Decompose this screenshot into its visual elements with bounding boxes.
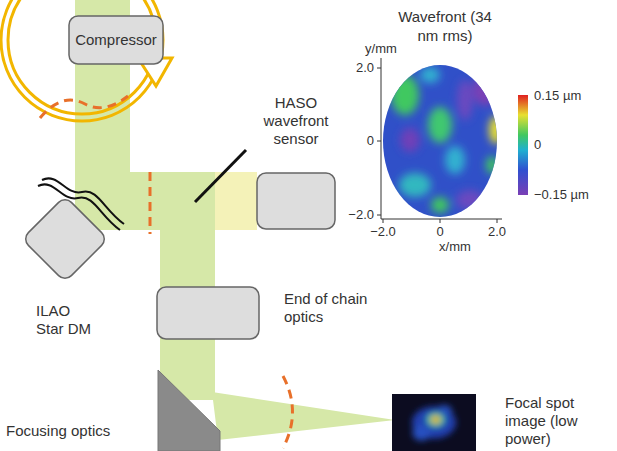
axis-label: −2.0 (348, 208, 374, 222)
part-label: End of chain optics (284, 290, 384, 326)
axis-label: 0 (367, 134, 374, 148)
part-label: Focal spot image (low power) (505, 394, 605, 448)
compressor-loop (1, 0, 172, 121)
axis-label: 2.0 (488, 225, 506, 239)
part-label: ILAO Star DM (36, 302, 100, 338)
axis-label: y/mm (365, 42, 397, 56)
part-label: Focusing optics (6, 422, 110, 440)
axis-label: 0 (534, 138, 541, 152)
beamsplitter (195, 150, 246, 202)
axis-label: −0.15 µm (534, 188, 589, 202)
wavefront-map (377, 58, 528, 223)
color-bar (518, 95, 528, 195)
deformable-mirror: ILAO Star DM (22, 196, 108, 282)
box-outline (157, 287, 259, 339)
compressor-box: Compressor (68, 15, 164, 65)
mirror-outline (22, 196, 108, 282)
axis-label: 2.0 (356, 61, 374, 75)
axis-label: −2.0 (370, 225, 396, 239)
plot-title: Wavefront (34 nm rms) (395, 8, 495, 46)
focal-spot-image: Focal spot image (low power) (392, 394, 476, 451)
box-label: Compressor (75, 31, 157, 49)
image-ground (392, 394, 476, 451)
wavefront-sensor: HASO wavefront sensor (256, 172, 336, 230)
axis-label: x/mm (439, 240, 471, 254)
axis-label: 0 (436, 225, 443, 239)
part-label: HASO wavefront sensor (250, 94, 342, 148)
box-outline (257, 173, 335, 229)
optics-box-shape (156, 286, 260, 340)
axis-label: 0.15 µm (534, 89, 581, 103)
focal-spot-image-shape (392, 394, 476, 451)
laser-beam (75, 0, 395, 440)
box-outline (69, 16, 163, 64)
deformable-mirror-shape (22, 196, 108, 282)
focusing-mirror-shape (156, 368, 220, 451)
focusing-mirror: Focusing optics (156, 368, 220, 451)
mirror-body (158, 370, 220, 451)
wavefront-sensor-shape (256, 172, 336, 230)
optics-box: End of chain optics (156, 286, 260, 340)
